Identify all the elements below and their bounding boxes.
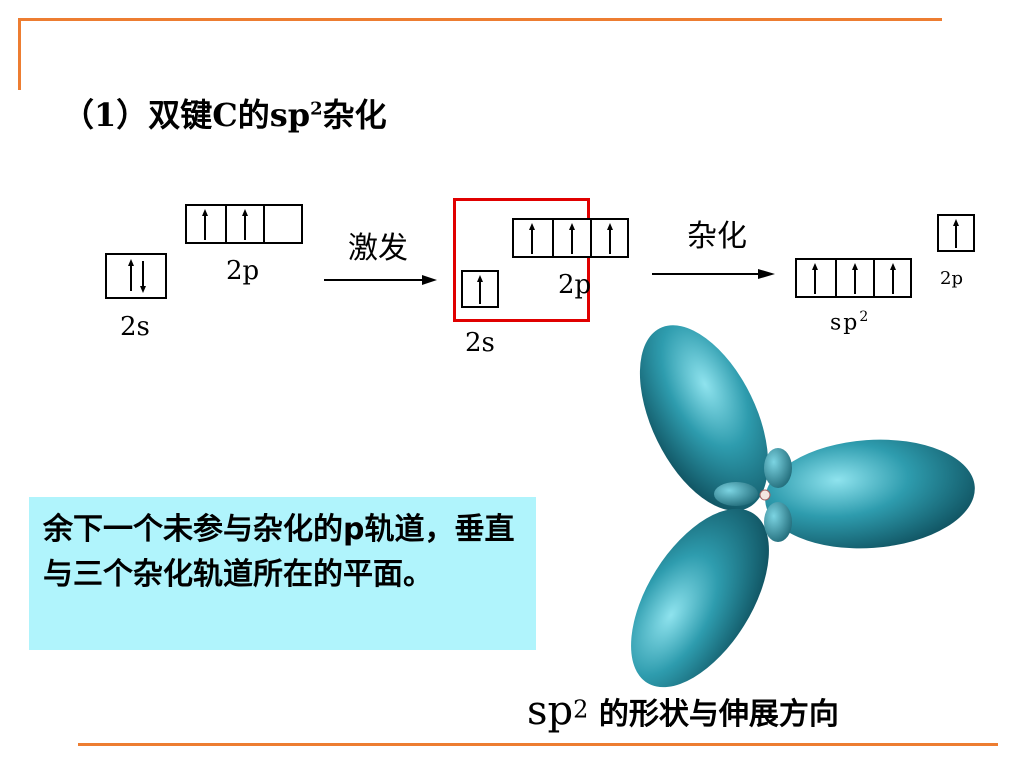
excited-2p-box bbox=[512, 218, 629, 258]
excited-state-highlight bbox=[453, 198, 590, 322]
paired-electron-icon bbox=[128, 259, 146, 293]
up-arrow-icon bbox=[890, 263, 896, 294]
sp2-orbital-shape bbox=[631, 325, 975, 688]
sp2-orbital-1 bbox=[797, 260, 835, 296]
orbital-small-lobe-1 bbox=[764, 448, 792, 488]
excited-2p-label: 2p bbox=[558, 270, 592, 300]
up-arrow-icon bbox=[529, 223, 535, 254]
hybrid-2p-label: 2p bbox=[940, 268, 963, 289]
up-arrow-icon bbox=[477, 275, 483, 304]
title-prefix: （1）双键C的sp bbox=[62, 96, 311, 134]
note-text: 余下一个未参与杂化的p轨道，垂直与三个杂化轨道所在的平面。 bbox=[43, 512, 515, 592]
ground-2p-orbital-1 bbox=[187, 206, 225, 242]
up-arrow-icon bbox=[607, 223, 613, 254]
orbital-small-lobe-2 bbox=[714, 482, 758, 506]
ground-2p-box bbox=[185, 204, 303, 244]
orbital-lobe-upper bbox=[639, 325, 769, 511]
sp2-label-sup: 2 bbox=[859, 309, 871, 325]
top-accent-line bbox=[20, 18, 942, 21]
ground-2s-box bbox=[105, 253, 167, 299]
excited-2s-box bbox=[461, 270, 499, 308]
bottom-accent-line bbox=[78, 743, 998, 746]
excited-2p-orbital-1 bbox=[514, 220, 552, 256]
hybrid-2p-box bbox=[937, 214, 975, 252]
orbital-caption: sp2 的形状与伸展方向 bbox=[527, 688, 839, 734]
caption-sup: 2 bbox=[573, 695, 589, 724]
orbital-small-lobe-3 bbox=[764, 502, 792, 542]
excited-2p-orbital-3 bbox=[590, 220, 629, 256]
excite-label: 激发 bbox=[348, 231, 408, 266]
right-arrow-icon bbox=[324, 275, 437, 285]
right-arrow-icon bbox=[652, 269, 775, 279]
up-arrow-icon bbox=[953, 219, 959, 248]
sp2-box bbox=[795, 258, 912, 298]
page-title: （1）双键C的sp2杂化 bbox=[62, 90, 387, 136]
sp2-orbital-2 bbox=[835, 260, 873, 296]
orbital-lobe-lower bbox=[631, 508, 769, 688]
up-arrow-icon bbox=[202, 209, 208, 240]
note-box: 余下一个未参与杂化的p轨道，垂直与三个杂化轨道所在的平面。 bbox=[29, 497, 536, 650]
ground-2p-orbital-2 bbox=[225, 206, 263, 242]
sp2-label: sp2 bbox=[830, 310, 870, 334]
orbital-lobe-right bbox=[765, 439, 975, 549]
ground-2p-orbital-3 bbox=[263, 206, 303, 242]
excited-2s-label: 2s bbox=[465, 328, 495, 358]
up-arrow-icon bbox=[852, 263, 858, 294]
sp2-label-base: sp bbox=[830, 310, 860, 336]
ground-2p-label: 2p bbox=[226, 256, 260, 286]
sp2-orbital-3 bbox=[873, 260, 912, 296]
title-suffix: 杂化 bbox=[322, 96, 387, 134]
hybridize-label: 杂化 bbox=[687, 219, 747, 254]
ground-2s-label: 2s bbox=[120, 312, 150, 342]
caption-sp: sp bbox=[527, 688, 574, 734]
title-superscript: 2 bbox=[310, 98, 323, 120]
caption-text: 的形状与伸展方向 bbox=[588, 697, 839, 732]
up-arrow-icon bbox=[242, 209, 248, 240]
left-accent-line bbox=[18, 18, 21, 90]
up-arrow-icon bbox=[569, 223, 575, 254]
up-arrow-icon bbox=[812, 263, 818, 294]
excited-2p-orbital-2 bbox=[552, 220, 590, 256]
nucleus-dot bbox=[759, 489, 771, 501]
